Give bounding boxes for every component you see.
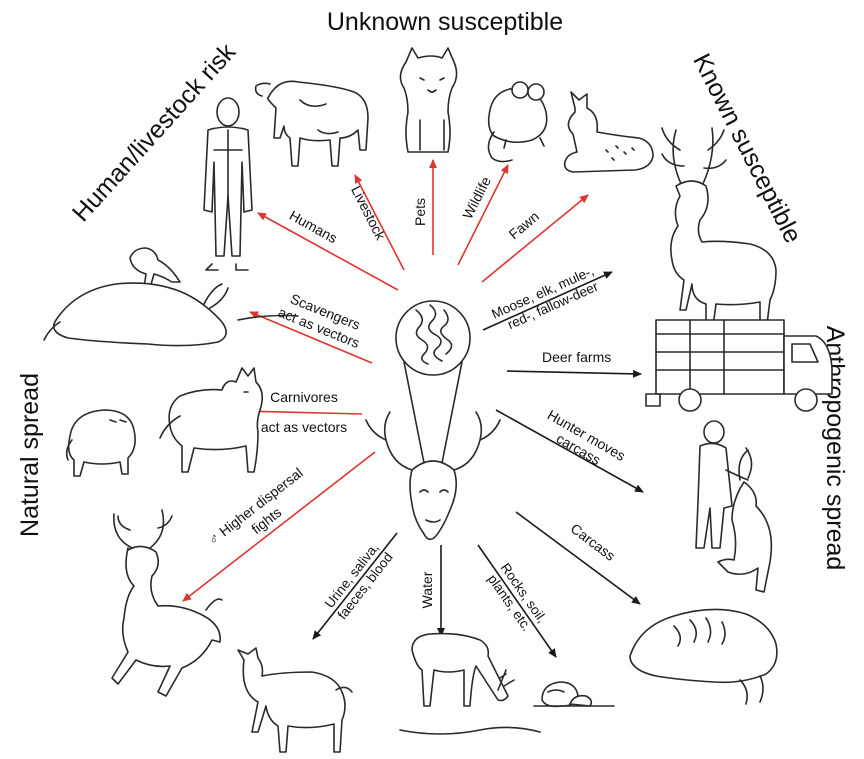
cow-icon [256, 81, 368, 166]
truck-icon [646, 320, 832, 411]
arrow-carnivores [243, 411, 362, 414]
carcass-icon [630, 609, 777, 704]
scavenger-icon [44, 248, 298, 346]
mouse-icon [488, 82, 546, 162]
section-natural-spread: Natural spread [16, 373, 44, 537]
section-known-susceptible: Known susceptible [687, 49, 807, 247]
label-water: Water [419, 571, 435, 608]
label-deer-farms: Deer farms [542, 349, 611, 365]
doe-icon [238, 648, 352, 752]
label-humans: Humans [287, 207, 340, 246]
label-carnivores-line2: act as vectors [261, 419, 347, 435]
label-livestock: Livestock [348, 183, 389, 243]
center-deer-head-icon [366, 301, 500, 539]
arrow-fawn [482, 195, 588, 282]
hunter-icon [696, 421, 771, 592]
rocks-icon [534, 682, 614, 706]
label-carnivores-line1: Carnivores [270, 389, 338, 405]
arrow-labels: Humans Livestock Pets Wildlife Fawn Moos… [205, 174, 628, 635]
drinking-deer-icon [400, 634, 540, 734]
label-dispersal-line1: ♂ Higher dispersal [205, 464, 306, 548]
wolf-icon [160, 368, 262, 472]
arrow-deer-farms [507, 371, 641, 374]
fawn-icon [565, 92, 653, 172]
label-wildlife: Wildlife [459, 174, 494, 222]
label-carcass: Carcass [568, 520, 619, 564]
cat-icon [400, 48, 456, 152]
raccoon-icon [67, 410, 135, 476]
section-unknown-susceptible: Unknown susceptible [327, 8, 563, 36]
label-pets: Pets [412, 198, 428, 226]
human-icon [204, 98, 252, 270]
